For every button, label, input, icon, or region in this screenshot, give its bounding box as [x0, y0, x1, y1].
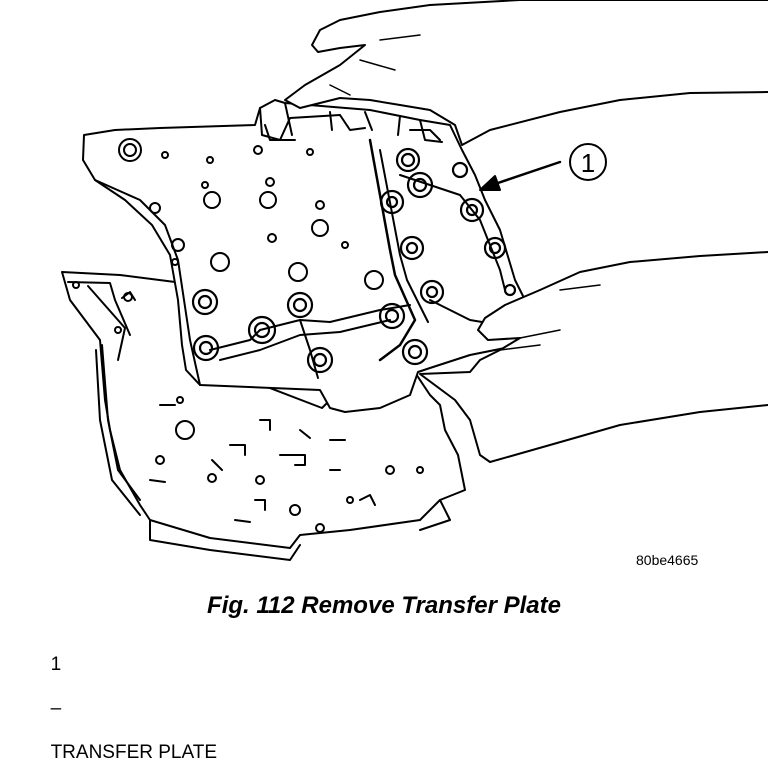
legend-separator: – — [50, 698, 62, 719]
legend-label: TRANSFER PLATE — [50, 742, 218, 763]
valve-body — [61, 271, 466, 561]
legend: 1 – TRANSFER PLATE — [40, 632, 217, 764]
legend-number: 1 — [50, 654, 62, 675]
image-code: 80be4665 — [636, 552, 699, 568]
callout-arrow — [479, 160, 562, 191]
transfer-plate-illustration: 1 — [61, 0, 768, 561]
transfer-plate — [82, 99, 543, 413]
upper-hand — [284, 0, 768, 146]
lower-hand — [419, 251, 768, 463]
svg-text:1: 1 — [581, 148, 595, 178]
figure-caption: Fig. 112 Remove Transfer Plate — [207, 592, 561, 619]
callout-number-1: 1 — [569, 143, 607, 181]
